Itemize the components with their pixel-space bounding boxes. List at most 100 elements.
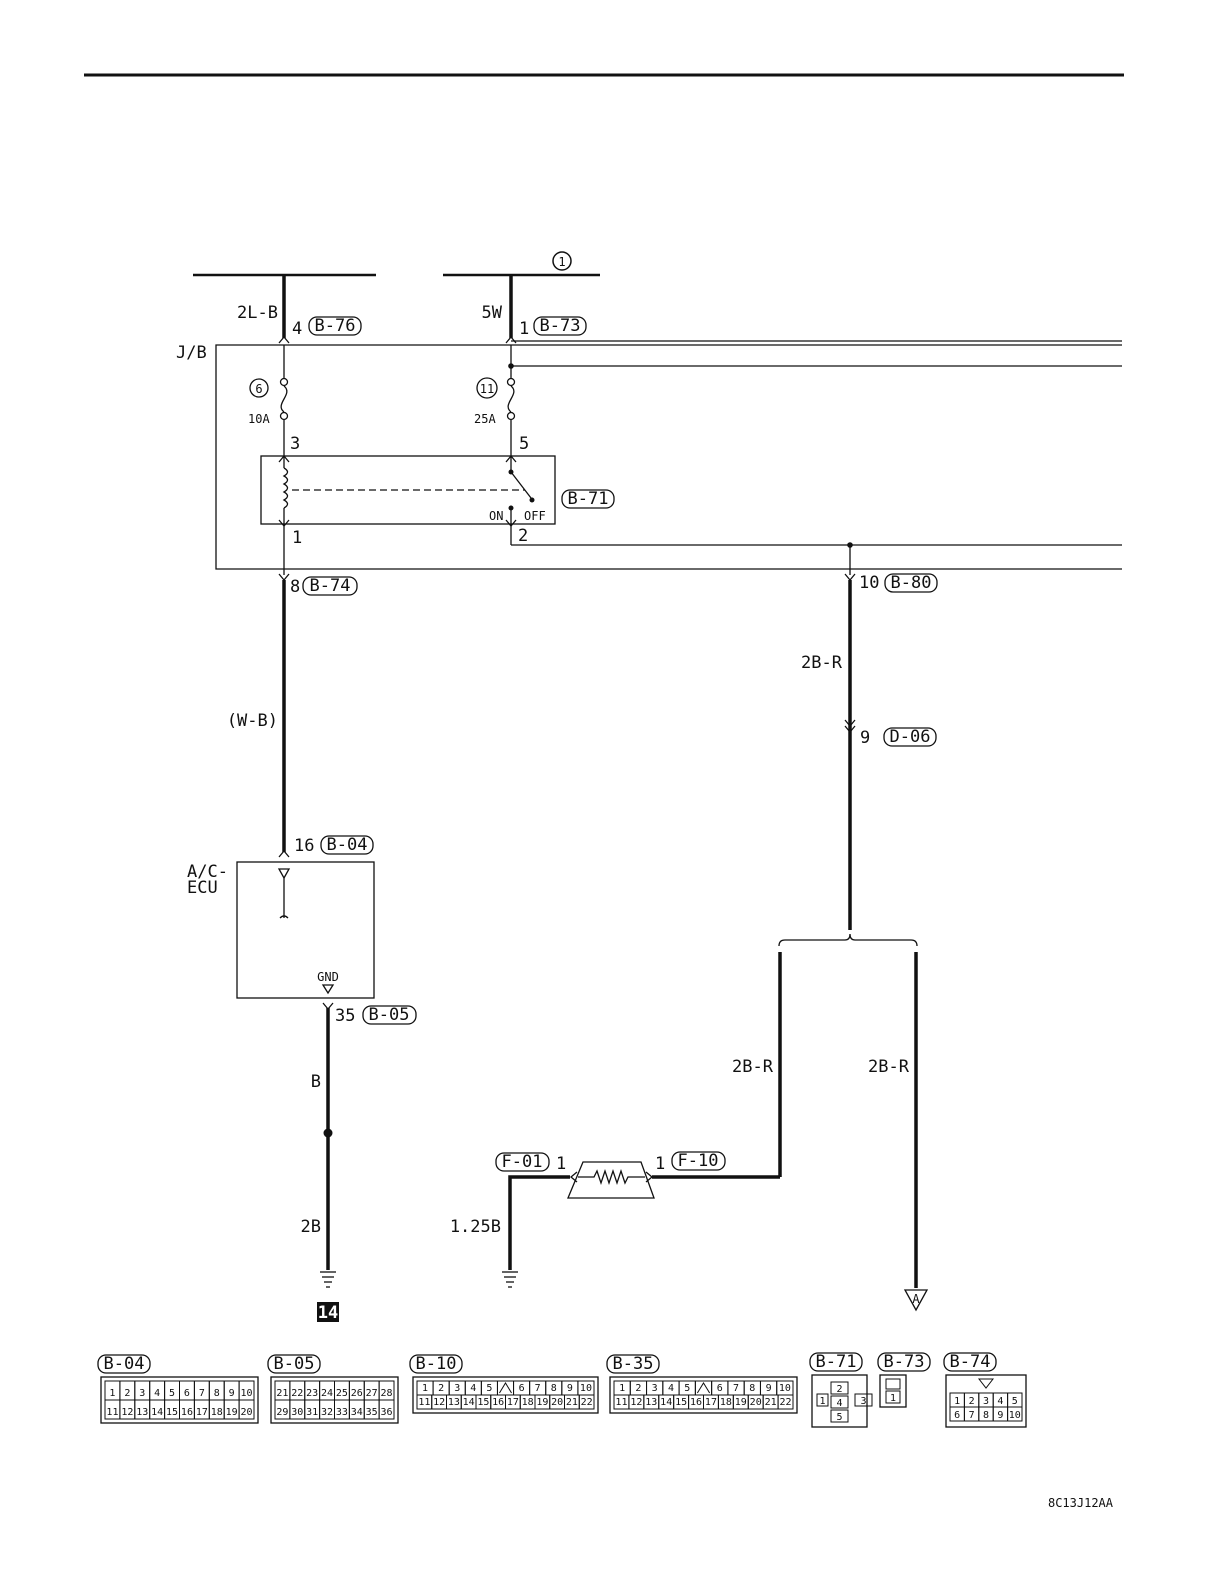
legend-b05-pin: 24: [321, 1388, 333, 1399]
legend-b35-housing: [609, 1376, 798, 1414]
wire-label-2br-top: 2B-R: [801, 653, 843, 673]
pin-1-relay: 1: [292, 528, 302, 548]
legend-b10-tag-box: [409, 1354, 463, 1374]
legend-b04-pin: 18: [211, 1407, 223, 1418]
legend-b74-pin: 5: [1012, 1396, 1018, 1407]
connector-tag-b76-box: [308, 316, 362, 336]
pin-1-f10: 1: [655, 1154, 665, 1174]
connector-tag-b71-box: [561, 489, 615, 509]
legend-b04-pin: 3: [139, 1388, 145, 1399]
legend-b71-housing: [811, 1374, 868, 1428]
legend-b05-pin: 26: [351, 1388, 363, 1399]
legend-b73-pin: 1: [890, 1393, 896, 1404]
pin-2-relay: 2: [518, 526, 528, 546]
wire-label-2br-left: 2B-R: [732, 1057, 774, 1077]
connector-tag-f10: F-10: [678, 1151, 719, 1171]
pin-10: 10: [859, 573, 879, 593]
junction-dot-ground: [323, 1128, 333, 1138]
legend-b10-housing: [412, 1376, 599, 1414]
legend-b35-tag-box: [606, 1354, 660, 1374]
pin-1-b73: 1: [519, 319, 529, 339]
legend-b05-tag-box: [267, 1354, 321, 1374]
connector-tag-f01: F-01: [502, 1152, 543, 1172]
legend-b35-pin: 6: [717, 1383, 723, 1394]
fuse11-element: [507, 385, 515, 413]
legend-b10-pin: 16: [492, 1397, 504, 1408]
fuse6-number: 6: [255, 382, 262, 396]
fuse6-rating: 10A: [248, 412, 270, 426]
legend-b73-cell: [885, 1390, 901, 1404]
legend-b10-tag: B-10: [416, 1354, 457, 1374]
connector-tag-b71: B-71: [568, 489, 609, 509]
legend-b35-pin: 2: [635, 1383, 641, 1394]
ecu-gnd-triangle-icon: [321, 984, 335, 995]
legend-b35-pin: 9: [766, 1383, 772, 1394]
legend-b71-pin: 2: [836, 1384, 842, 1395]
legend-b10-pin: 13: [448, 1397, 460, 1408]
legend-b10-pin: 18: [522, 1397, 534, 1408]
ground-symbol-left-icon: [320, 1271, 336, 1288]
relay-off-label: OFF: [524, 509, 546, 523]
connector-tag-b73: B-73: [540, 316, 581, 336]
ecu-gnd-label: GND: [317, 970, 339, 984]
legend-b35-pin: 18: [720, 1397, 732, 1408]
legend-b10-pin: 5: [486, 1383, 492, 1394]
legend-b35-pin: 1: [619, 1383, 625, 1394]
legend-b05-housing: [270, 1376, 399, 1424]
pin-5: 5: [519, 434, 529, 454]
legend-b05-pin: 21: [276, 1388, 288, 1399]
wire-label-5w: 5W: [482, 303, 503, 323]
wire-label-2b: 2B: [301, 1217, 321, 1237]
legend-b71-cell: [830, 1395, 849, 1409]
legend-b35-tag: B-35: [613, 1354, 654, 1374]
pin-mark-1: [505, 335, 517, 344]
pin-mark-9b: [844, 725, 856, 734]
legend-b05-pin: 30: [291, 1407, 303, 1418]
legend-b04-pin: 2: [124, 1388, 130, 1399]
legend-b10-pin: 11: [418, 1397, 430, 1408]
junction-block-outline: [215, 344, 1122, 570]
legend-b71-pin: 4: [836, 1398, 842, 1409]
relay-switch-arm: [510, 471, 532, 499]
legend-b10-pin: 8: [551, 1383, 557, 1394]
legend-b71-tag: B-71: [816, 1352, 857, 1372]
legend-b35-pin: 5: [684, 1383, 690, 1394]
ground-point-number: 14: [318, 1303, 338, 1323]
legend-b05-pin: 28: [381, 1388, 393, 1399]
legend-b04-pin: 5: [169, 1388, 175, 1399]
legend-b05-pin: 23: [306, 1388, 318, 1399]
legend-b71-pin: 3: [860, 1396, 866, 1407]
pin-8: 8: [290, 577, 300, 597]
legend-b10-pin: 22: [581, 1397, 593, 1408]
pin-mark-9a: [844, 719, 856, 728]
legend-b35-pin: 10: [779, 1383, 791, 1394]
pin-9: 9: [860, 728, 870, 748]
legend-b10-pin: 6: [519, 1383, 525, 1394]
legend-b71-tag-box: [809, 1352, 863, 1372]
legend-b10-cell: [578, 1394, 595, 1410]
wire-label-b: B: [311, 1072, 321, 1092]
fuse6-terminal-bottom: [279, 411, 289, 421]
connector-tag-f01-box: [495, 1152, 550, 1172]
relay-pin-mark-1: [278, 519, 290, 528]
connector-tag-b05-box: [362, 1005, 417, 1025]
fuse11-terminal-bottom: [506, 411, 516, 421]
connector-tag-b04: B-04: [327, 835, 368, 855]
legend-b04-pin: 11: [106, 1407, 118, 1418]
legend-b05-pin: 36: [381, 1407, 393, 1418]
legend-b04-pin: 1: [109, 1388, 115, 1399]
legend-b10-pin: 2: [438, 1383, 444, 1394]
legend-b04-pin: 16: [181, 1407, 193, 1418]
continuation-arrow-a-label: A: [912, 1292, 920, 1306]
connector-tag-d06-box: [883, 727, 937, 747]
ac-ecu-box: [236, 861, 375, 999]
legend-b04-pin: 8: [214, 1388, 220, 1399]
legend-b04-pin: 10: [241, 1388, 253, 1399]
legend-b04-pin: 14: [151, 1407, 163, 1418]
legend-b04-tag-box: [97, 1354, 151, 1374]
continuation-arrow-a-icon: [903, 1289, 929, 1312]
sensor-body: [567, 1161, 655, 1199]
legend-b35-pin: 14: [660, 1397, 672, 1408]
legend-b35-pin: 20: [750, 1397, 762, 1408]
legend-b74-pin: 7: [969, 1410, 975, 1421]
